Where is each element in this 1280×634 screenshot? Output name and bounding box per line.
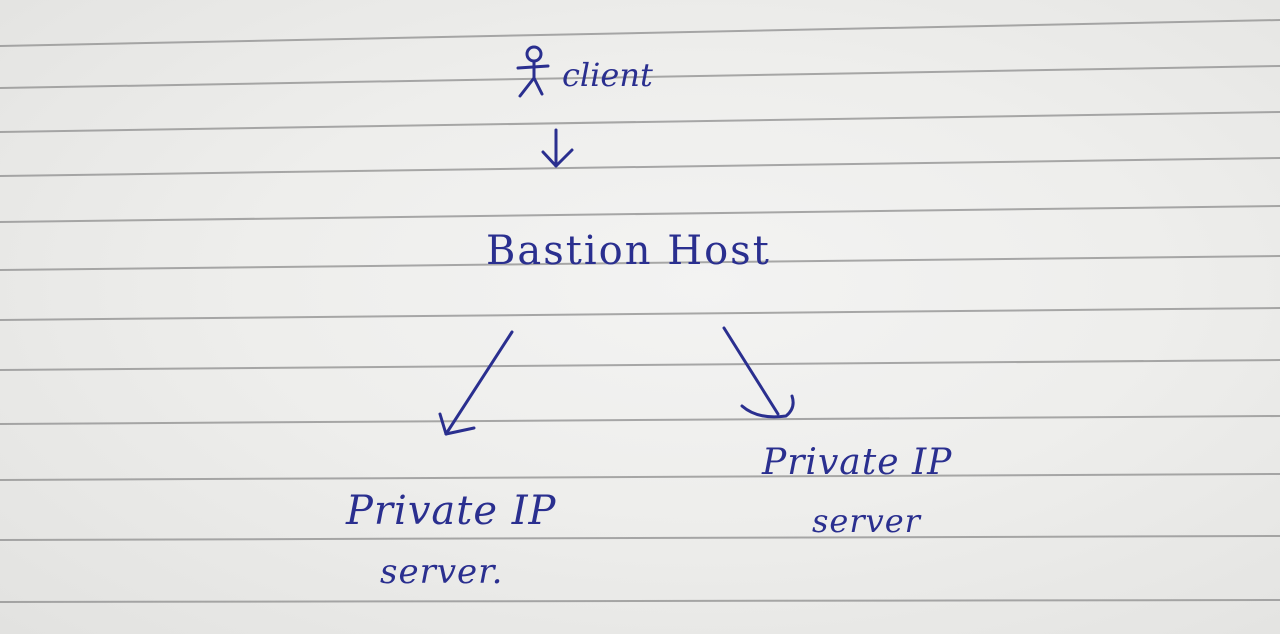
stick-figure-icon bbox=[516, 45, 550, 98]
right-server-subtitle: server bbox=[812, 502, 921, 540]
bastion-host-label: Bastion Host bbox=[486, 228, 771, 274]
right-server-title: Private IP bbox=[762, 442, 953, 483]
client-label: client bbox=[562, 56, 653, 94]
arrow-bastion-to-right-server bbox=[722, 326, 795, 419]
arrow-client-to-bastion bbox=[541, 128, 574, 168]
left-server-title: Private IP bbox=[346, 488, 557, 534]
left-server-subtitle: server. bbox=[380, 552, 504, 592]
arrow-bastion-to-left-server bbox=[438, 330, 514, 436]
